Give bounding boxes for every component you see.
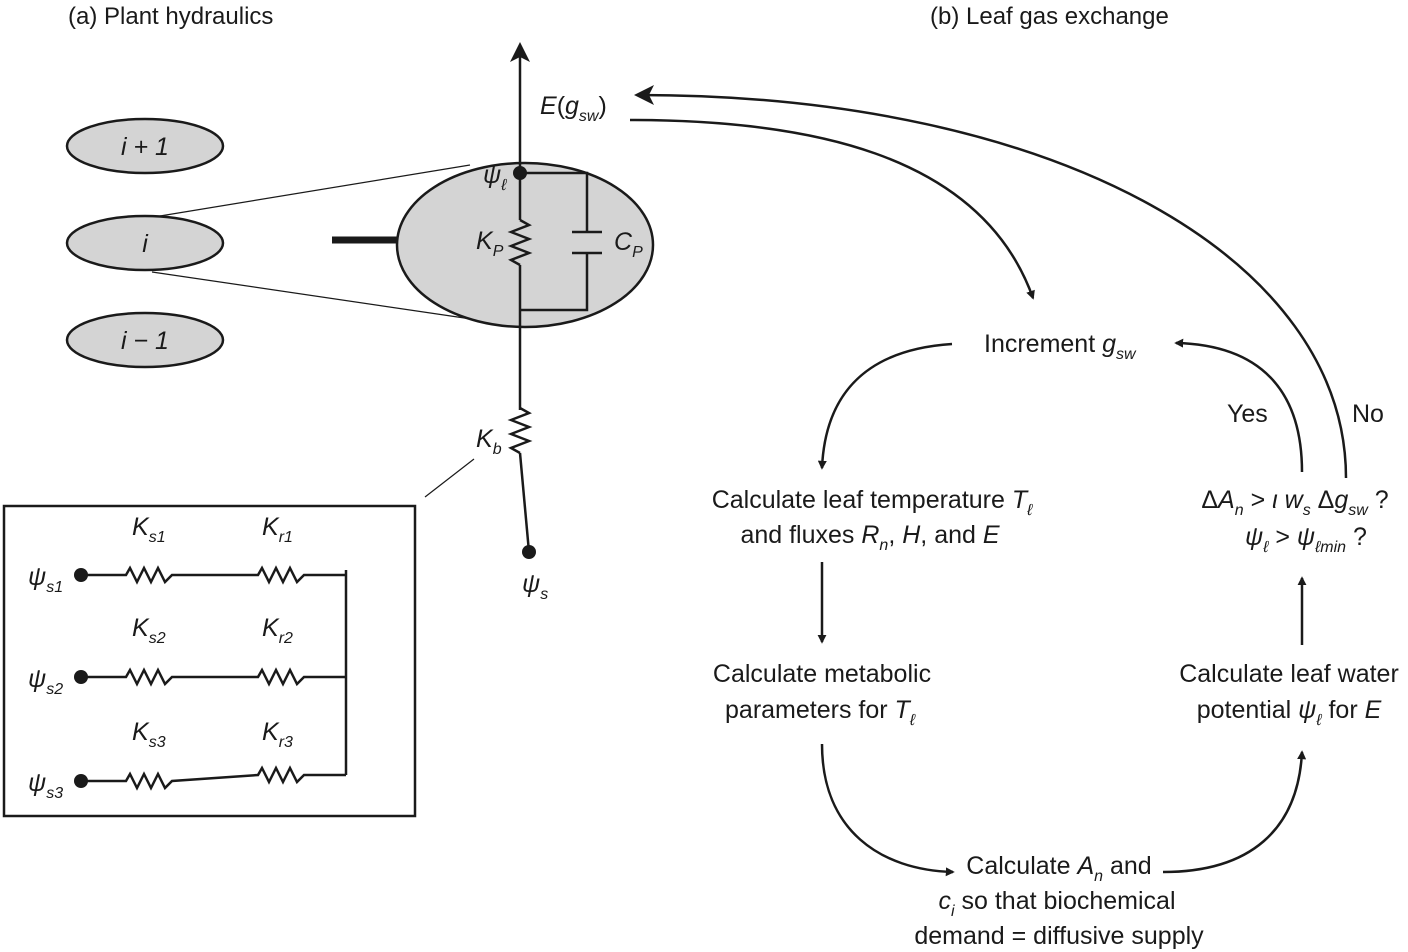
photosynthesis-line1: Calculate An and <box>966 852 1151 885</box>
belowground-conductance-label: Kb <box>476 425 502 458</box>
yes-label: Yes <box>1227 400 1268 428</box>
layer-upper-label: i + 1 <box>121 133 169 161</box>
arrow-metabolic-to-photosynthesis <box>820 743 955 877</box>
soil-layer-2-ks: Ks2 <box>132 614 166 647</box>
soil-layer-3-ks: Ks3 <box>132 718 166 751</box>
soil-layer-3-psi: ψs3 <box>28 769 63 802</box>
soil-layer-3-wire <box>81 765 346 791</box>
no-label: No <box>1352 400 1384 428</box>
arrow-photosynthesis-to-water-potential <box>1162 750 1307 874</box>
soil-potential-label: ψs <box>522 570 548 603</box>
root-wire <box>518 452 531 553</box>
soil-node <box>522 545 536 559</box>
metabolic-line1: Calculate metabolic <box>713 660 931 688</box>
metabolic-line2: parameters for Tℓ <box>725 696 916 729</box>
layer-middle-ellipse <box>65 214 225 272</box>
layer-upper-ellipse <box>65 117 225 175</box>
transpiration-label: E(gsw) <box>540 92 607 125</box>
soil-inset-box <box>2 504 417 818</box>
inset-pointer <box>424 458 475 498</box>
soil-layer-2-kr: Kr2 <box>262 614 293 647</box>
leaf-temp-line2: and fluxes Rn, H, and E <box>740 521 999 554</box>
soil-layer-row: ψs1 Ks1 Kr1 <box>28 513 346 596</box>
soil-layer-row: ψs3 Ks3 Kr3 <box>28 718 346 802</box>
photosynthesis-line2: ci so that biochemical <box>938 887 1175 920</box>
soil-layer-row: ψs2 Ks2 Kr2 <box>28 614 346 698</box>
increment-gsw: Increment gsw <box>984 330 1137 363</box>
leaf-node <box>513 166 527 180</box>
test-photosynthesis-gain: ΔAn > ι ws Δgsw ? <box>1201 486 1388 519</box>
arrow-yes-to-increment <box>1174 338 1304 473</box>
layer-middle-label: i <box>142 230 149 258</box>
arrow-transpiration-to-increment <box>629 118 1035 300</box>
leaf-ellipse <box>395 161 655 329</box>
water-potential-line2: potential ψℓ for E <box>1197 696 1382 729</box>
soil-layer-1-ks: Ks1 <box>132 513 166 546</box>
panel-b-title: (b) Leaf gas exchange <box>930 3 1169 30</box>
plant-resistor <box>507 218 533 267</box>
layer-lower-ellipse <box>65 311 225 369</box>
soil-layer-2-psi: ψs2 <box>28 665 63 698</box>
belowground-resistor <box>507 406 533 455</box>
soil-layer-1-kr: Kr1 <box>262 513 293 546</box>
arrow-increment-to-leaf-temp <box>817 342 953 470</box>
leaf-potential-label: ψℓ <box>483 161 507 194</box>
leaf-temp-line1: Calculate leaf temperature Tℓ <box>712 486 1033 519</box>
soil-layer-2-wire <box>81 667 346 687</box>
soil-layer-1-psi: ψs1 <box>28 563 63 596</box>
capacitance-label: CP <box>614 228 643 261</box>
photosynthesis-line3: demand = diffusive supply <box>914 922 1204 950</box>
plant-conductance-label: KP <box>476 227 504 260</box>
capacitor-wire-top <box>520 171 589 232</box>
zoom-line-bottom <box>151 271 479 321</box>
panel-a-title: (a) Plant hydraulics <box>68 3 273 30</box>
capacitor-wire-bottom <box>520 253 589 312</box>
soil-layer-1-wire <box>81 565 346 585</box>
zoom-line-top <box>159 164 471 217</box>
soil-layer-3-kr: Kr3 <box>262 718 293 751</box>
test-leaf-potential: ψℓ > ψℓmin ? <box>1245 523 1367 556</box>
water-potential-line1: Calculate leaf water <box>1179 660 1399 688</box>
layer-lower-label: i − 1 <box>121 327 169 355</box>
arrow-no-to-transpiration <box>634 85 1348 479</box>
